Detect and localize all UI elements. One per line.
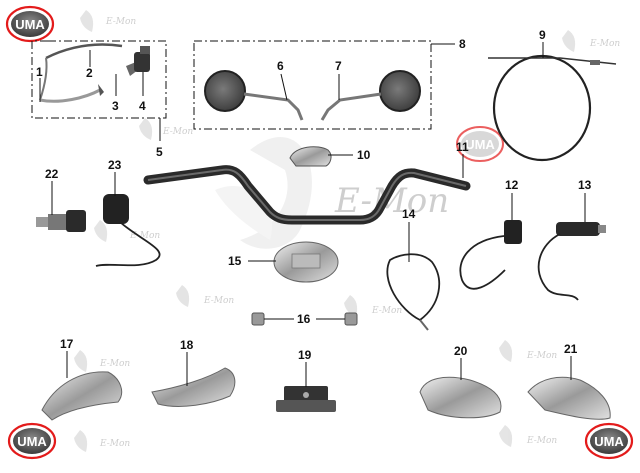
logo-text: UMA	[594, 434, 624, 449]
callout-15: 15	[228, 254, 242, 268]
watermark-mark: E-Mon	[74, 350, 130, 372]
bolt-set-part	[251, 312, 358, 326]
watermark-text: E-Mon	[99, 439, 130, 449]
watermark-mark: E-Mon	[80, 10, 136, 32]
switch-housing-part	[134, 52, 150, 72]
callout-7: 7	[335, 59, 342, 73]
cover-panel-part-21	[527, 376, 611, 420]
right-mirror	[320, 70, 421, 121]
callout-14: 14	[402, 207, 416, 221]
logo-text: UMA	[17, 434, 47, 449]
group-box-lever-assembly	[31, 40, 167, 119]
left-mirror	[204, 70, 304, 121]
uma-logo: UMA	[456, 126, 504, 162]
handlebar-clamp-part	[289, 146, 332, 167]
callout-18: 18	[180, 338, 194, 352]
watermark-text: E-Mon	[129, 231, 160, 241]
callout-1: 1	[36, 65, 43, 79]
callout-13: 13	[578, 178, 592, 192]
callout-21: 21	[564, 342, 578, 356]
watermark-text: E-Mon	[526, 436, 557, 446]
callout-16: 16	[297, 312, 311, 326]
throttle-grip-part	[537, 222, 606, 301]
clutch-cable-part	[386, 253, 441, 331]
callout-10: 10	[357, 148, 371, 162]
watermark-text: E-Mon	[371, 306, 402, 316]
left-grip-part	[36, 210, 86, 232]
callout-5: 5	[156, 145, 163, 159]
callout-19: 19	[298, 348, 312, 362]
uma-logo: UMA	[7, 422, 57, 460]
callout-9: 9	[539, 28, 546, 42]
leader-lines	[39, 42, 586, 387]
watermark-mark: E-Mon	[499, 340, 557, 362]
callout-6: 6	[277, 59, 284, 73]
callout-23: 23	[108, 158, 122, 172]
left-switch-part	[95, 194, 161, 267]
callout-labels: 1 2 3 4 5 6 7 8 9 10 11 12 13 14 15 16 1…	[36, 28, 592, 362]
group-box-mirrors	[193, 40, 432, 130]
callout-12: 12	[505, 178, 519, 192]
watermark-mark: E-Mon	[562, 30, 620, 52]
logo-text: UMA	[465, 137, 495, 152]
watermark-text: E-Mon	[162, 127, 193, 137]
mount-bracket-part	[276, 386, 336, 412]
handlebar-part	[143, 165, 471, 225]
watermark-text: E-Mon	[589, 39, 620, 49]
clutch-lever-part	[45, 43, 123, 60]
callout-11: 11	[456, 140, 469, 154]
gauge-plate-part	[273, 241, 339, 283]
cover-panel-part-18	[151, 367, 236, 407]
watermark-mark: E-Mon	[74, 430, 130, 452]
callout-2: 2	[86, 66, 93, 80]
callout-3: 3	[112, 99, 119, 113]
watermark-text: E-Mon	[105, 17, 136, 27]
callout-17: 17	[60, 337, 74, 351]
watermark-text: E-Mon	[99, 359, 130, 369]
throttle-cable-part	[488, 54, 617, 162]
cover-panel-part-20	[419, 376, 502, 419]
uma-logo: UMA	[5, 5, 55, 43]
callout-20: 20	[454, 344, 468, 358]
cover-panel-part-17	[41, 371, 123, 421]
watermark-mark: E-Mon	[344, 295, 402, 317]
watermark-layer: E-Mon E-Mon E-Mon E-Mon E-Mon E-Mon E-Mo…	[74, 10, 620, 452]
watermark-mark: E-Mon	[499, 425, 557, 447]
watermark-mark: E-Mon	[94, 220, 160, 242]
logo-text: UMA	[15, 17, 45, 32]
watermark-mark: E-Mon	[139, 118, 193, 140]
callout-8: 8	[459, 37, 466, 51]
right-switch-part	[459, 220, 522, 290]
watermark-text: E-Mon	[203, 296, 234, 306]
callout-22: 22	[45, 167, 59, 181]
watermark-mark: E-Mon	[176, 285, 234, 307]
watermark-text: E-Mon	[526, 351, 557, 361]
uma-logo: UMA	[584, 422, 634, 460]
callout-4: 4	[139, 99, 146, 113]
